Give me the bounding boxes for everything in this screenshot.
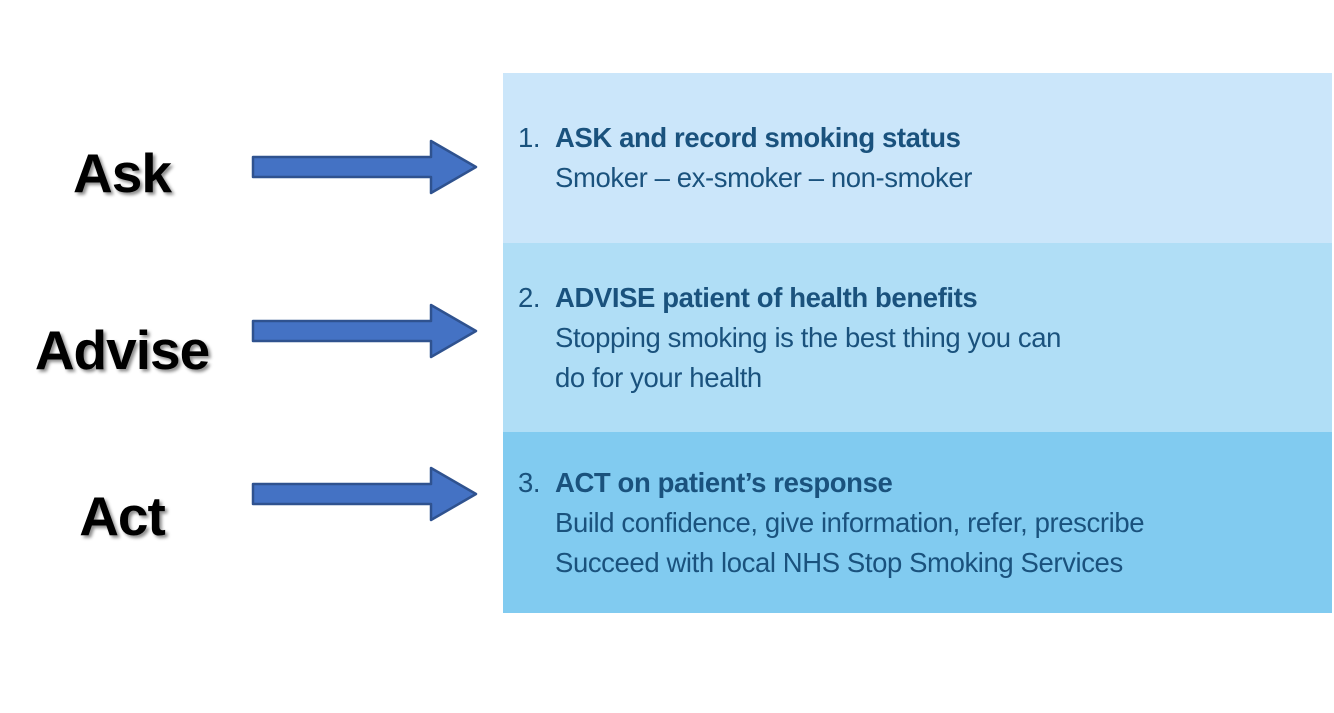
step-body-line: Build confidence, give information, refe… (555, 506, 1145, 538)
step-body-line: Smoker – ex-smoker – non-smoker (555, 162, 973, 193)
step-box-ask: 1. ASK and record smoking status Smoker … (503, 73, 1332, 243)
label-act: Act (79, 485, 166, 547)
step-box-act: 3. ACT on patient’s response Build confi… (503, 432, 1332, 613)
step-heading: ASK and record smoking status (555, 122, 961, 153)
step-body-line: Stopping smoking is the best thing you c… (555, 321, 1062, 353)
step-heading: ACT on patient’s response (555, 466, 893, 498)
step-body-line: do for your health (555, 361, 762, 393)
step-heading-line: 3. ACT on patient’s response (518, 463, 1322, 503)
label-ask: Ask (73, 142, 172, 204)
label-advise: Advise (34, 319, 210, 381)
step-number: 1. (518, 122, 541, 153)
step-heading-line: 1. ASK and record smoking status (518, 118, 1322, 158)
arrow-right-icon (251, 139, 478, 195)
steps-panel: 1. ASK and record smoking status Smoker … (503, 73, 1332, 613)
step-body: Build confidence, give information, refe… (555, 503, 1322, 583)
arrow-right-icon (251, 466, 478, 522)
step-body: Stopping smoking is the best thing you c… (555, 318, 1322, 398)
step-body-line: Succeed with local NHS Stop Smoking Serv… (555, 546, 1123, 578)
arrow-right-icon (251, 303, 478, 359)
step-body: Smoker – ex-smoker – non-smoker (555, 158, 1322, 198)
step-number: 3. (518, 466, 541, 498)
step-box-advise: 2. ADVISE patient of health benefits Sto… (503, 243, 1332, 432)
step-heading-line: 2. ADVISE patient of health benefits (518, 278, 1322, 318)
step-heading: ADVISE patient of health benefits (555, 281, 978, 313)
step-number: 2. (518, 281, 541, 313)
